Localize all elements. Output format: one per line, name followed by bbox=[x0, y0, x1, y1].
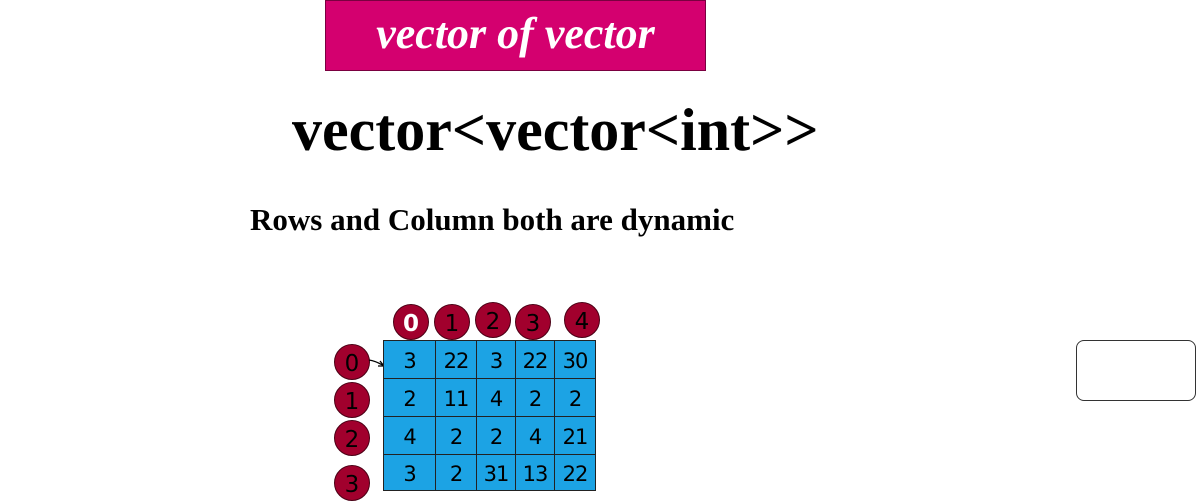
grid-cell: 2 bbox=[436, 455, 477, 490]
row-index-0: 0 bbox=[334, 344, 370, 380]
column-index-2: 2 bbox=[475, 302, 511, 338]
grid-cell: 2 bbox=[436, 417, 477, 455]
column-index-4: 4 bbox=[564, 302, 600, 338]
column-index-0: 0 bbox=[393, 304, 429, 340]
grid-cell: 2 bbox=[477, 417, 516, 455]
grid-cell: 3 bbox=[384, 341, 436, 379]
grid-cell: 2 bbox=[555, 379, 595, 417]
grid-cell: 22 bbox=[562, 462, 589, 486]
empty-box bbox=[1076, 340, 1196, 401]
grid-cell: 2 bbox=[516, 379, 555, 417]
row-index-3: 3 bbox=[334, 465, 370, 501]
grid-cell: 13 bbox=[516, 455, 555, 490]
grid-cell: 4 bbox=[516, 417, 555, 455]
grid-cell: 31 bbox=[477, 455, 516, 490]
heading: vector<vector<int>> bbox=[292, 97, 819, 163]
grid-cell: 11 bbox=[436, 379, 477, 417]
grid-cell: 2 bbox=[384, 379, 436, 417]
grid-cell: 30 bbox=[555, 341, 595, 379]
grid-cell: 3 bbox=[384, 455, 436, 490]
column-index-3: 3 bbox=[515, 304, 551, 340]
vector-grid: 3 22 3 22 30 2 11 4 2 2 4 2 2 4 21 3 2 3… bbox=[383, 340, 596, 491]
grid-cell: 22 bbox=[436, 341, 477, 379]
grid-cell: 4 bbox=[384, 417, 436, 455]
column-index-1: 1 bbox=[434, 304, 470, 340]
grid-cell: 22 bbox=[516, 341, 555, 379]
title-badge: vector of vector bbox=[325, 0, 706, 71]
grid-cell: 21 bbox=[555, 417, 595, 455]
grid-cell: 4 bbox=[477, 379, 516, 417]
row-index-2: 2 bbox=[334, 420, 370, 456]
subtitle: Rows and Column both are dynamic bbox=[250, 202, 735, 237]
grid-cell: 3 bbox=[477, 341, 516, 379]
row-index-1: 1 bbox=[334, 382, 370, 418]
